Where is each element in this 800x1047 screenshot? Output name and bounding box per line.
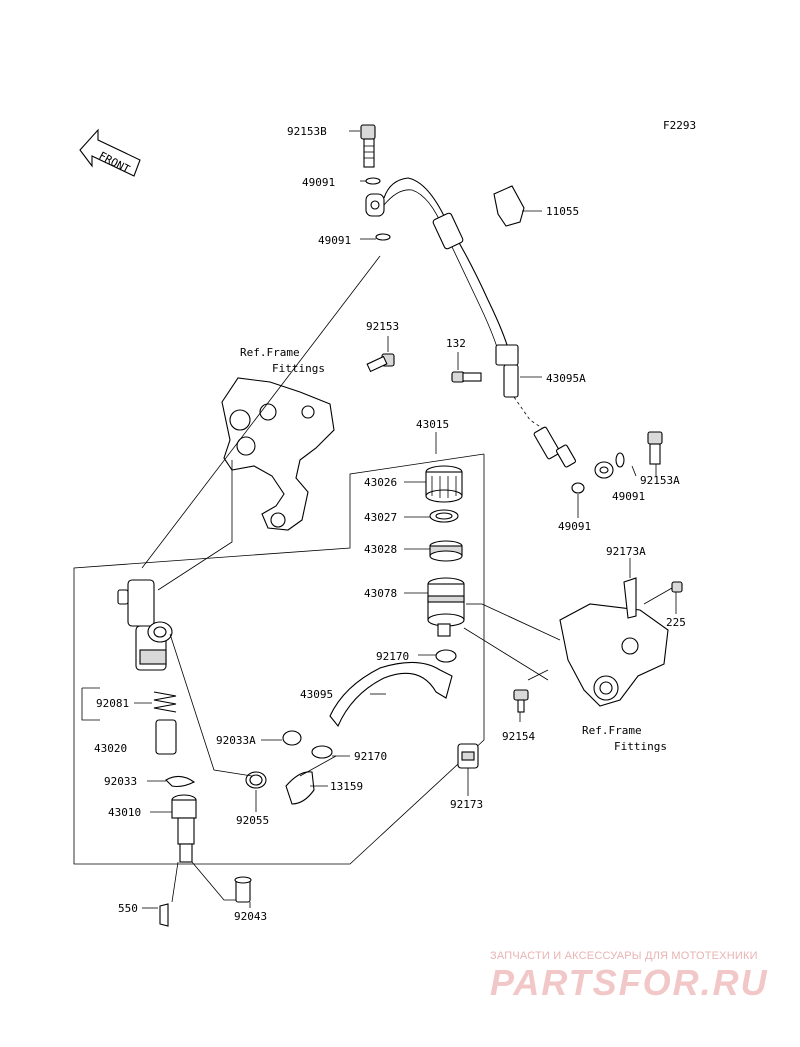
label-92170-b: 92170 [354,750,387,763]
pin-92043 [234,876,252,903]
hose-lower-end [533,426,577,468]
master-cylinder-body [117,579,173,671]
figure-code: F2293 [663,119,696,132]
bolt-92153 [366,353,395,373]
bolt-132 [451,371,482,383]
bolt-225 [671,581,683,593]
label-43020: 43020 [94,742,127,755]
diaphragm-43028 [429,540,463,562]
label-92173A: 92173A [606,545,646,558]
reservoir-cap-43026 [425,465,463,503]
ref-frame-right-line2: Fittings [614,740,667,753]
watermark-tagline: ЗАПЧАСТИ И АКСЕССУАРЫ ДЛЯ МОТОТЕХНИКИ [490,950,758,962]
plate-43027 [429,509,459,523]
label-43026: 43026 [364,476,397,489]
reservoir-tank-43078 [427,577,465,637]
label-92055: 92055 [236,814,269,827]
label-92153: 92153 [366,320,399,333]
label-132: 132 [446,337,466,350]
label-43095A: 43095A [546,372,586,385]
clamp-92173 [457,743,479,769]
label-43027: 43027 [364,511,397,524]
right-bracket [559,603,669,707]
label-92154: 92154 [502,730,535,743]
clamp-92170-upper [435,649,457,663]
bolt-92154 [513,689,529,713]
label-13159: 13159 [330,780,363,793]
washer-49091-right [615,452,625,468]
label-43078: 43078 [364,587,397,600]
label-92033A: 92033A [216,734,256,747]
hose-43095 [329,661,453,728]
ref-frame-right-line1: Ref.Frame [582,724,642,737]
label-49091-b: 49091 [318,234,351,247]
washer-49091-lower [375,233,391,241]
ref-frame-top-line2: Fittings [272,362,325,375]
label-92153A: 92153A [640,474,680,487]
hose-fitting-middle [495,344,519,398]
label-43010: 43010 [108,806,141,819]
clamp-92170-lower [311,745,333,759]
banjo-bolt-92153B [360,124,376,168]
spring-92081 [153,691,177,713]
label-43015: 43015 [416,418,449,431]
piston-43020 [155,719,177,755]
label-550: 550 [118,902,138,915]
watermark-logo: PARTSFOR.RU [490,962,769,1003]
banjo-fitting-upper [365,193,385,217]
label-92081: 92081 [96,697,129,710]
label-49091-c: 49091 [612,490,645,503]
label-43028: 43028 [364,543,397,556]
split-pin-550 [159,903,169,927]
washer-49091-lower-right [571,482,585,494]
hose-joint-upper [432,212,464,250]
label-225: 225 [666,616,686,629]
circlip-92033A [282,730,302,746]
ref-frame-top-line1: Ref.Frame [240,346,300,359]
label-92043: 92043 [234,910,267,923]
pushrod-43010 [171,794,197,863]
oring-92055 [245,771,267,789]
frame-bracket [221,377,335,531]
circlip-92033 [165,775,196,788]
label-49091-a: 49091 [302,176,335,189]
label-11055: 11055 [546,205,579,218]
banjo-fitting-lower [594,461,614,479]
stay-92173A [623,577,637,619]
label-43095: 43095 [300,688,333,701]
label-49091-d: 49091 [558,520,591,533]
label-92173: 92173 [450,798,483,811]
washer-49091-upper [365,177,381,185]
fitting-13159 [285,771,315,805]
hose-clamp-11055 [493,185,525,227]
front-arrow-icon: FRONT [79,128,141,177]
label-92153B: 92153B [287,125,327,138]
label-92170-a: 92170 [376,650,409,663]
label-92033: 92033 [104,775,137,788]
banjo-bolt-92153A [647,431,663,465]
